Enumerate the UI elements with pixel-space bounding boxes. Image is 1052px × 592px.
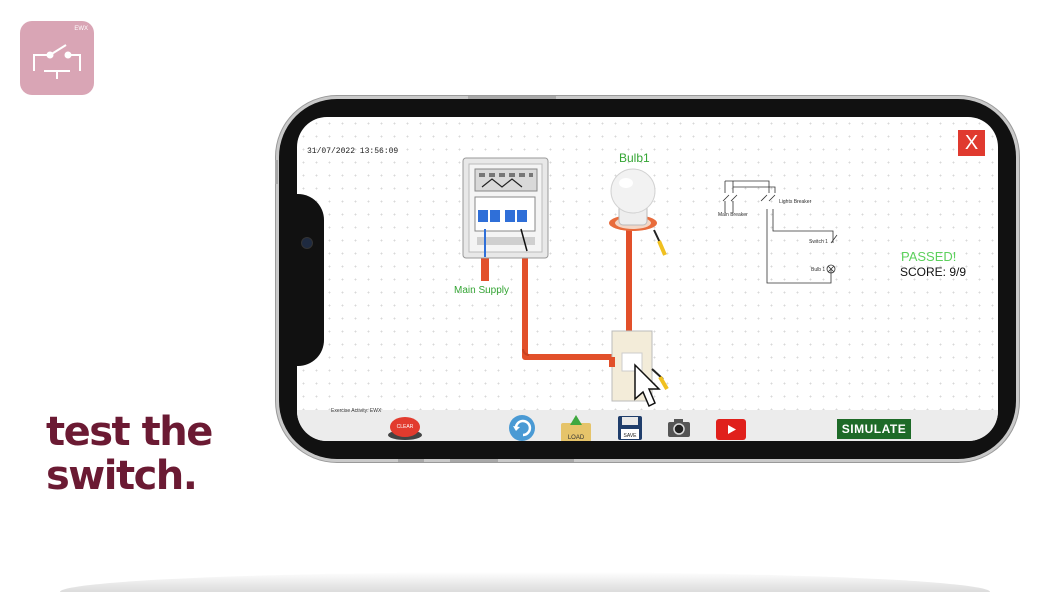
phone-bottom-button-2 xyxy=(450,459,498,462)
schematic-main-breaker-label: Main Breaker xyxy=(718,212,748,218)
mouse-cursor-icon xyxy=(634,363,661,408)
schematic-bulb-label: Bulb 1 xyxy=(811,267,825,273)
schematic-switch-label: Switch 1 xyxy=(809,239,828,245)
undo-icon xyxy=(509,415,535,441)
phone-bottom-button-3 xyxy=(520,459,574,462)
camera-button[interactable] xyxy=(667,418,691,441)
circuit-schematic xyxy=(722,180,838,284)
bottom-shadow xyxy=(60,572,990,592)
camera-icon xyxy=(668,419,690,437)
app-logo: EWX xyxy=(20,21,94,95)
clear-button-label: CLEAR xyxy=(397,424,414,430)
main-supply-label: Main Supply xyxy=(454,285,510,296)
floppy-save-icon: SAVE xyxy=(618,416,642,440)
phone-bottom-button-1 xyxy=(398,459,424,462)
close-button[interactable]: X xyxy=(957,129,986,157)
youtube-icon xyxy=(716,419,746,440)
save-button-label: SAVE xyxy=(624,433,638,439)
app-screen: 31/07/2022 13:56:09 X xyxy=(297,117,998,441)
result-status: PASSED! xyxy=(901,249,957,264)
schematic-lights-breaker-label: Lights Breaker xyxy=(779,199,812,205)
tagline-line-2: switch. xyxy=(46,453,198,499)
youtube-button[interactable] xyxy=(716,419,746,441)
load-button-label: LOAD xyxy=(568,435,585,441)
phone-side-button xyxy=(275,160,278,184)
tagline: test the switch. xyxy=(46,410,286,498)
bulb-label: Bulb1 xyxy=(619,151,650,165)
circuit-canvas: Main Breaker Lights Breaker Switch 1 Bul… xyxy=(462,157,838,408)
undo-button[interactable] xyxy=(508,415,536,441)
simulate-button[interactable]: SIMULATE xyxy=(837,419,911,439)
phone-notch xyxy=(280,194,324,366)
phone-top-button xyxy=(468,96,556,99)
bulb-1[interactable] xyxy=(609,168,667,256)
save-button[interactable]: SAVE xyxy=(617,415,643,441)
folder-load-icon: LOAD xyxy=(561,415,591,441)
distribution-board[interactable] xyxy=(462,157,549,259)
app-logo-text: EWX xyxy=(74,26,88,32)
switch-circuit-icon xyxy=(33,44,81,79)
wire-supply-to-switch xyxy=(522,257,615,360)
timestamp: 31/07/2022 13:56:09 xyxy=(307,147,399,156)
tagline-line-1: test the xyxy=(46,409,213,455)
wire-stub-main xyxy=(481,257,489,281)
clear-button[interactable]: CLEAR xyxy=(387,415,423,441)
result-score: SCORE: 9/9 xyxy=(900,265,967,279)
load-button[interactable]: LOAD xyxy=(559,413,593,441)
front-camera xyxy=(301,237,313,249)
exercise-note: Exercise Activity: EWX xyxy=(331,408,382,414)
